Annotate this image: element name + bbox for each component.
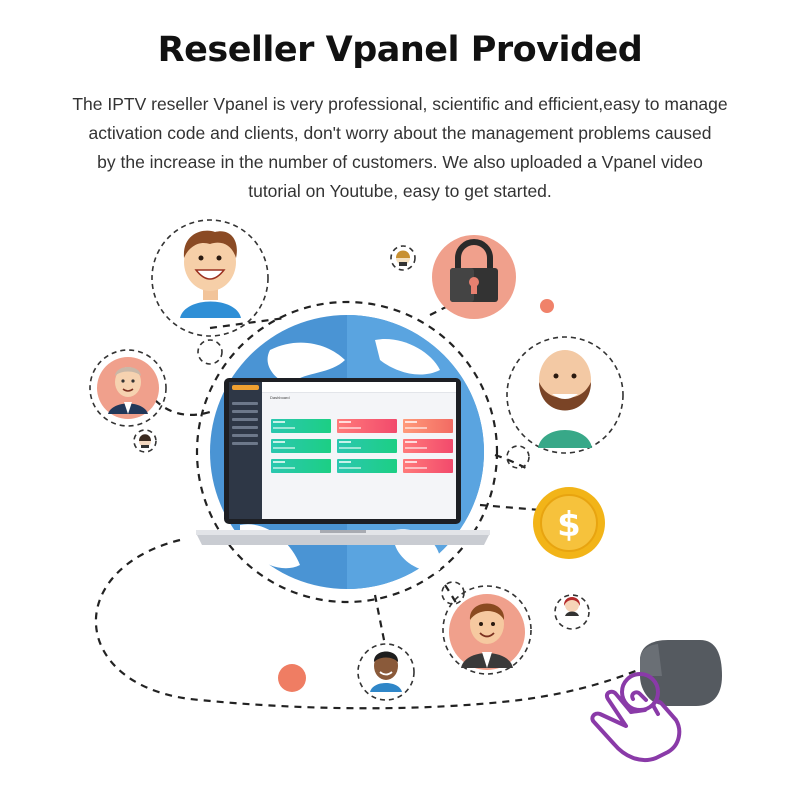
dashed-loop (94, 538, 651, 710)
sidebar-item[interactable] (232, 426, 258, 429)
old-man-avatar-icon (97, 357, 159, 419)
sidebar-item[interactable] (232, 434, 258, 437)
small-woman-avatar-icon (396, 250, 410, 266)
dashboard-topbar (262, 382, 456, 393)
dashed-ring (195, 300, 499, 604)
description-line: tutorial on Youtube, easy to get started… (248, 181, 552, 201)
page-heading: Reseller Vpanel Provided (157, 30, 643, 70)
dashboard-sidebar (229, 382, 262, 519)
description-line: activation code and clients, don't worry… (88, 123, 712, 143)
small-woman-avatar-icon (139, 434, 151, 448)
laptop-screen: Dashboard (229, 382, 456, 519)
man-avatar-icon (370, 651, 402, 692)
dashboard-card[interactable] (403, 419, 453, 433)
dashboard-card[interactable] (403, 459, 453, 473)
dashed-circle-bottom-right (442, 585, 532, 675)
dashboard-card[interactable] (337, 439, 397, 453)
dashboard-card[interactable] (403, 439, 453, 453)
computer-mouse-icon (640, 640, 722, 706)
dollar-coin-icon: $ (533, 487, 605, 559)
dashboard-card[interactable] (337, 459, 397, 473)
dashboard-card[interactable] (337, 419, 397, 433)
dashboard-title: Dashboard (270, 395, 290, 400)
dashed-circle-top-left (151, 219, 269, 337)
padlock-icon (432, 235, 516, 319)
young-man-avatar-icon (449, 594, 525, 670)
description-line: by the increase in the number of custome… (97, 152, 703, 172)
small-woman-avatar-icon (563, 597, 581, 616)
dashboard-card[interactable] (271, 439, 331, 453)
dashed-circle-bottom (357, 643, 415, 701)
sidebar-item[interactable] (232, 418, 258, 421)
sidebar-item[interactable] (232, 402, 258, 405)
dashboard-logo (232, 385, 259, 390)
bearded-man-avatar-icon (538, 350, 592, 448)
dashed-circle-left (89, 349, 167, 427)
sidebar-item[interactable] (232, 442, 258, 445)
sidebar-item[interactable] (232, 410, 258, 413)
description-paragraph: The IPTV reseller Vpanel is very profess… (40, 90, 760, 206)
dashed-circle-bearded (506, 336, 624, 454)
dashboard-card[interactable] (271, 459, 331, 473)
smiling-man-avatar-icon (180, 230, 241, 318)
dashboard-card[interactable] (271, 419, 331, 433)
svg-text:$: $ (557, 505, 581, 545)
description-line: The IPTV reseller Vpanel is very profess… (72, 94, 728, 114)
pointing-hand-icon (590, 672, 682, 763)
